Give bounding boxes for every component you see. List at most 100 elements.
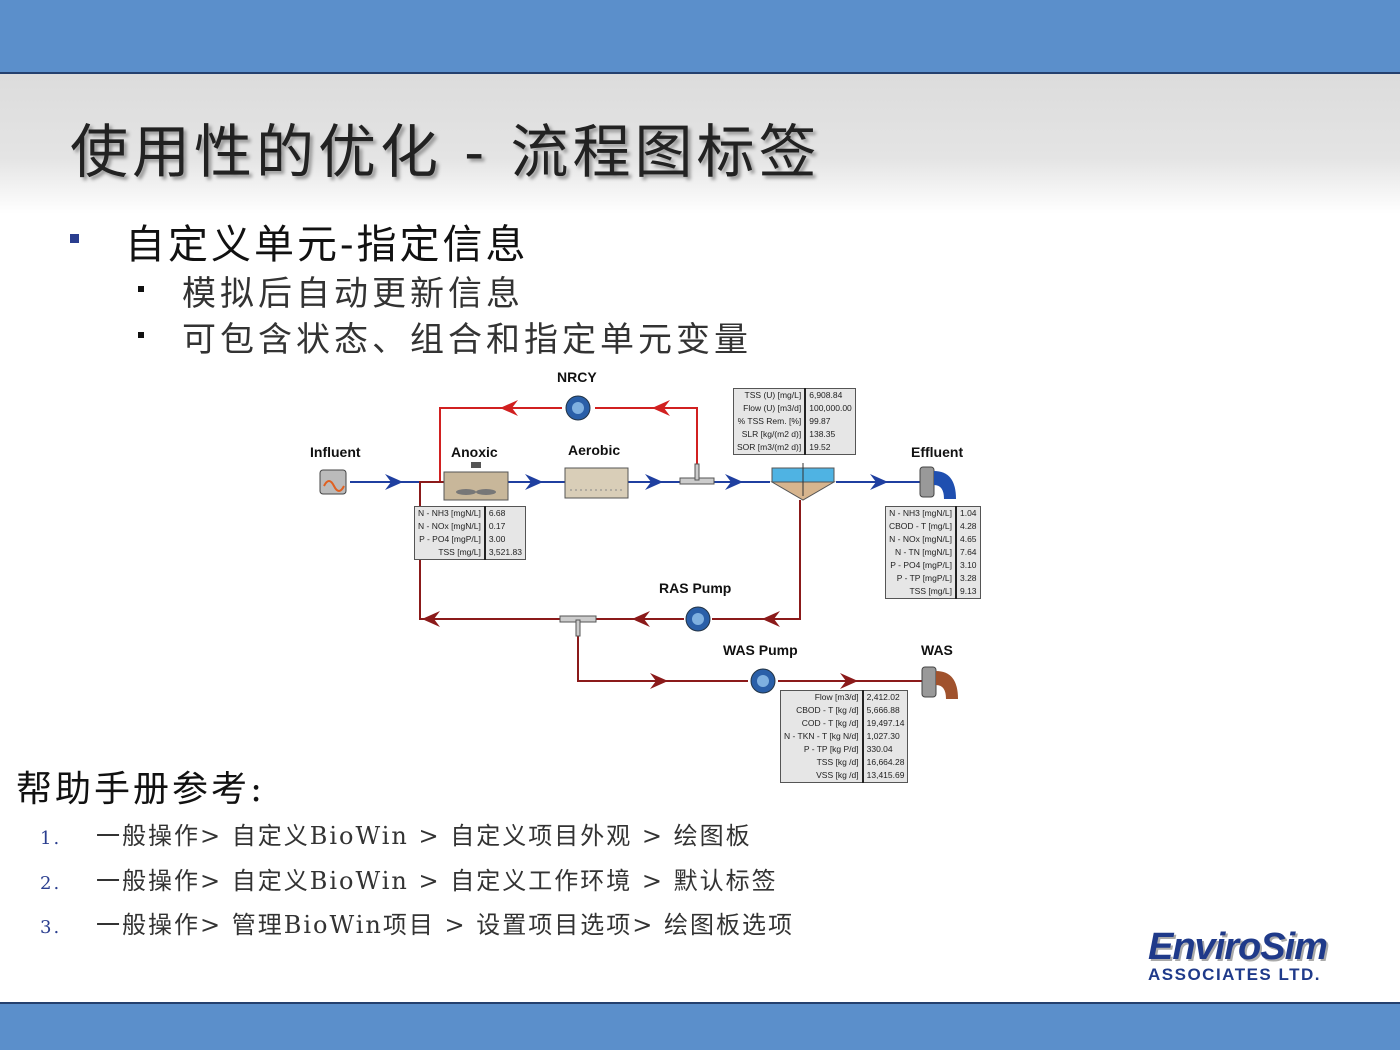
influent-label: Influent	[310, 444, 361, 460]
ras-pump-label: RAS Pump	[659, 580, 732, 596]
reference-number: 1.	[40, 828, 62, 849]
table-row: COD - T [kg /d]19,497.14	[780, 717, 908, 730]
value-cell: 3.28	[959, 573, 977, 583]
label-cell: CBOD - T [kg /d]	[780, 704, 864, 717]
table-row: P - TP [kg P/d]330.04	[780, 743, 908, 756]
reference-item: 2. 一般操作> 自定义BioWin > 自定义工作环境 > 默认标签	[40, 861, 778, 896]
label-cell: TSS [mg/L]	[885, 585, 957, 599]
effluent-label: Effluent	[911, 444, 964, 460]
reference-item: 1. 一般操作> 自定义BioWin > 自定义项目外观 > 绘图板	[40, 816, 752, 851]
value-cell: 9.13	[959, 586, 977, 596]
label-cell: Flow (U) [m3/d]	[733, 402, 807, 415]
value-cell: 3.00	[488, 534, 506, 544]
value-cell: 3.10	[959, 560, 977, 570]
table-row: P - PO4 [mgP/L]3.00	[414, 533, 526, 546]
table-row: CBOD - T [mg/L]4.28	[885, 520, 981, 533]
nrcy-pump-icon	[565, 395, 591, 421]
value-cell: 7.64	[959, 547, 977, 557]
table-row: TSS [mg/L]9.13	[885, 585, 981, 599]
table-row: N - NOx [mgN/L]0.17	[414, 520, 526, 533]
value-cell: 4.65	[959, 534, 977, 544]
reference-number: 2.	[40, 873, 62, 894]
label-cell: SLR [kg/(m2 d)]	[733, 428, 807, 441]
value-cell: 19,497.14	[866, 718, 905, 728]
was-label: WAS	[921, 642, 953, 658]
label-cell: N - TKN - T [kg N/d]	[780, 730, 864, 743]
was-outlet-icon	[921, 666, 958, 699]
table-row: SOR [m3/(m2 d)]19.52	[733, 441, 856, 455]
slide-title: 使用性的优化 - 流程图标签	[70, 118, 821, 186]
effluent-icon	[919, 466, 956, 499]
table-row: TSS [mg/L]3,521.83	[414, 546, 526, 560]
label-cell: TSS (U) [mg/L]	[733, 388, 807, 402]
table-row: Flow [m3/d]2,412.02	[780, 690, 908, 704]
reference-number: 3.	[40, 917, 62, 938]
label-cell: P - PO4 [mgP/L]	[414, 533, 486, 546]
nrcy-line	[439, 400, 698, 482]
sub-bullet: 模拟后自动更新信息	[138, 266, 524, 315]
bullet-text: 自定义单元-指定信息	[125, 222, 529, 268]
value-cell: 5,666.88	[866, 705, 900, 715]
value-cell: 99.87	[809, 416, 831, 426]
value-cell: 1,027.30	[866, 731, 900, 741]
label-cell: P - TP [mgP/L]	[885, 572, 957, 585]
label-cell: CBOD - T [mg/L]	[885, 520, 957, 533]
value-cell: 6,908.84	[809, 390, 843, 400]
value-cell: 19.52	[809, 442, 831, 452]
value-cell: 138.35	[809, 429, 836, 439]
anoxic-label: Anoxic	[451, 444, 498, 460]
label-cell: SOR [m3/(m2 d)]	[733, 441, 807, 455]
aerobic-tank-icon	[564, 467, 629, 499]
help-heading: 帮助手册参考:	[16, 769, 266, 810]
value-cell: 2,412.02	[866, 692, 900, 702]
table-row: % TSS Rem. [%]99.87	[733, 415, 856, 428]
bullet-main: 自定义单元-指定信息	[70, 212, 529, 270]
table-row: N - TKN - T [kg N/d]1,027.30	[780, 730, 908, 743]
table-row: P - TP [mgP/L]3.28	[885, 572, 981, 585]
label-cell: N - NOx [mgN/L]	[885, 533, 957, 546]
sub-bullet: 可包含状态、组合和指定单元变量	[138, 312, 752, 361]
bottom-bar	[0, 1002, 1400, 1050]
envirosim-logo: EnviroSim ASSOCIATES LTD.	[1148, 928, 1380, 984]
ras-pump-icon	[685, 606, 711, 632]
table-row: N - NH3 [mgN/L]1.04	[885, 506, 981, 520]
label-cell: % TSS Rem. [%]	[733, 415, 807, 428]
clarifier-icon	[770, 463, 836, 501]
label-cell: COD - T [kg /d]	[780, 717, 864, 730]
value-cell: 1.04	[959, 508, 977, 518]
title-band	[0, 74, 1400, 214]
logo-line1: EnviroSim	[1148, 926, 1328, 968]
label-cell: N - NH3 [mgN/L]	[414, 506, 486, 520]
label-cell: VSS [kg /d]	[780, 769, 864, 783]
value-cell: 6.68	[488, 508, 506, 518]
table-row: TSS [kg /d]16,664.28	[780, 756, 908, 769]
was-pump-icon	[750, 668, 776, 694]
label-cell: Flow [m3/d]	[780, 690, 864, 704]
aerobic-label: Aerobic	[568, 442, 621, 458]
table-row: SLR [kg/(m2 d)]138.35	[733, 428, 856, 441]
reference-text: 一般操作> 自定义BioWin > 自定义项目外观 > 绘图板	[96, 822, 752, 850]
table-row: VSS [kg /d]13,415.69	[780, 769, 908, 783]
table-row: N - TN [mgN/L]7.64	[885, 546, 981, 559]
label-cell: P - PO4 [mgP/L]	[885, 559, 957, 572]
reference-text: 一般操作> 自定义BioWin > 自定义工作环境 > 默认标签	[96, 867, 778, 895]
reference-item: 3.一般操作> 管理BioWin项目 > 设置项目选项> 绘图板选项	[40, 905, 794, 940]
table-row: Flow (U) [m3/d]100,000.00	[733, 402, 856, 415]
table-row: CBOD - T [kg /d]5,666.88	[780, 704, 908, 717]
was-pump-label: WAS Pump	[723, 642, 798, 658]
label-cell: N - TN [mgN/L]	[885, 546, 957, 559]
top-bar	[0, 0, 1400, 74]
influent-icon	[319, 469, 347, 495]
nrcy-label: NRCY	[557, 369, 597, 385]
table-row: TSS (U) [mg/L]6,908.84	[733, 388, 856, 402]
label-cell: TSS [mg/L]	[414, 546, 486, 560]
value-cell: 13,415.69	[866, 770, 905, 780]
anoxic-tank-icon	[443, 462, 509, 501]
table-row: N - NOx [mgN/L]4.65	[885, 533, 981, 546]
value-cell: 4.28	[959, 521, 977, 531]
label-cell: TSS [kg /d]	[780, 756, 864, 769]
